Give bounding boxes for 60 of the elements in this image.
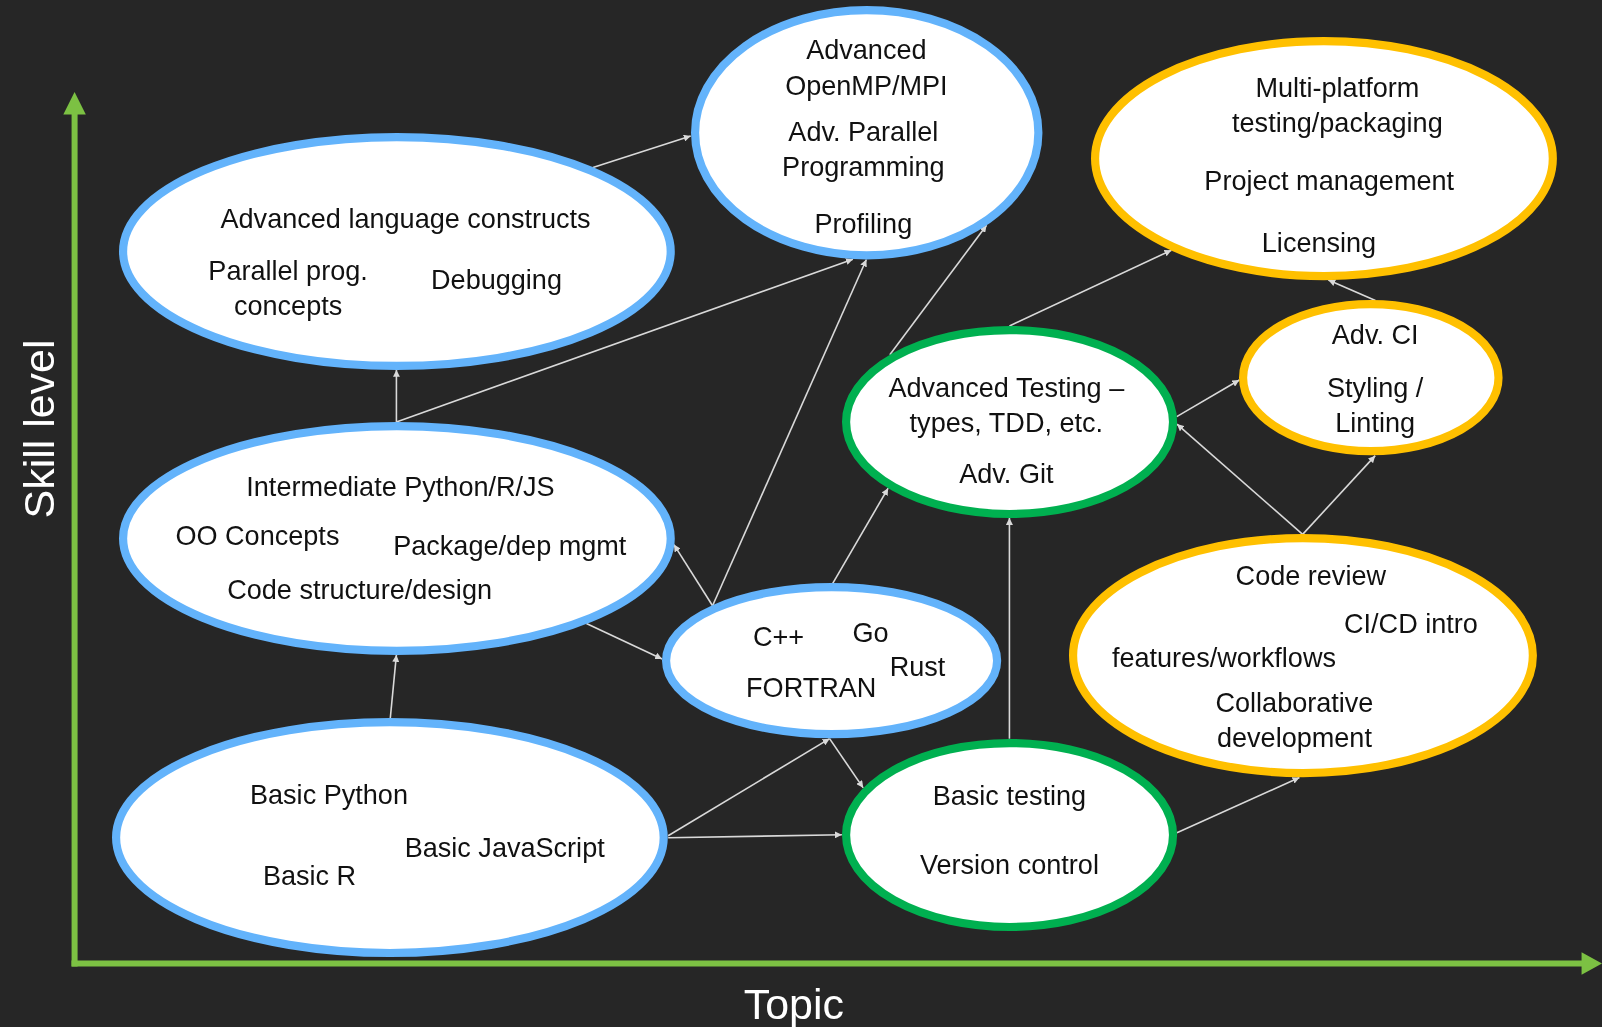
topic-ellipse (1068, 534, 1537, 778)
topic-text: Version control (919, 848, 1099, 883)
arrow (392, 369, 400, 423)
arrow (1175, 379, 1241, 418)
topic-ellipse (112, 718, 669, 958)
arrow (389, 654, 400, 720)
topic-text: Licensing (1261, 226, 1377, 261)
arrow (1176, 776, 1301, 834)
arrow (667, 831, 843, 839)
arrow (673, 543, 714, 607)
topic-ellipse (1091, 36, 1558, 280)
topic-text: Parallel prog. concepts (207, 253, 369, 324)
topic-ellipse (662, 583, 1002, 739)
arrow (667, 737, 831, 837)
topic-text: Go (852, 616, 889, 651)
arrow (585, 622, 663, 660)
topic-text: Profiling (814, 207, 913, 242)
topic-text: C++ (752, 619, 805, 654)
arrow (395, 258, 854, 423)
topic-text: Basic R (262, 858, 357, 893)
topic-text: Code review (1235, 559, 1386, 594)
topic-text: CI/CD intro (1344, 607, 1478, 642)
topic-ellipse (118, 421, 675, 655)
topic-text: Basic Python (250, 778, 408, 813)
topic-text: Adv. Git (959, 457, 1054, 492)
topic-text: Advanced Testing – types, TDD, etc. (887, 370, 1126, 440)
topic-text: Debugging (431, 263, 562, 298)
arrow (889, 224, 988, 356)
topic-text: Adv. Parallel Programming (781, 114, 946, 185)
topic-ellipse (690, 6, 1043, 260)
topic-text: Basic testing (932, 779, 1087, 814)
topic-text: Rust (889, 650, 946, 685)
topic-text: Basic JavaScript (404, 831, 605, 866)
arrow (711, 258, 868, 607)
topic-text: Code structure/design (227, 572, 492, 607)
topic-text: Package/dep mgmt (393, 528, 627, 563)
topic-text: OO Concepts (175, 519, 340, 554)
arrow (1005, 517, 1013, 740)
topic-text: Adv. CI (1331, 318, 1419, 353)
topic-text: Project management (1204, 164, 1455, 199)
topic-ellipse (1239, 300, 1503, 456)
topic-text: Multi-platform testing/packaging (1231, 71, 1444, 141)
arrow (592, 134, 692, 169)
topic-text: Advanced OpenMP/MPI (784, 33, 949, 103)
topic-text: Styling / Linting (1326, 370, 1425, 440)
arrow (1176, 423, 1304, 536)
topic-ellipse (841, 325, 1177, 518)
arrow (1327, 279, 1377, 302)
arrow (1008, 249, 1173, 327)
arrow (1301, 454, 1377, 536)
topic-text: FORTRAN (746, 671, 877, 705)
topic-text: Advanced language constructs (220, 202, 591, 237)
topic-ellipse (118, 132, 675, 370)
topic-text: Collaborative development (1214, 686, 1375, 756)
arrow (828, 737, 864, 789)
axis-label: Skill level (14, 339, 64, 519)
arrow (831, 487, 889, 585)
topic-ellipse (841, 738, 1177, 931)
topic-text: Intermediate Python/R/JS (246, 470, 555, 505)
topic-text: features/workflows (1111, 641, 1336, 676)
